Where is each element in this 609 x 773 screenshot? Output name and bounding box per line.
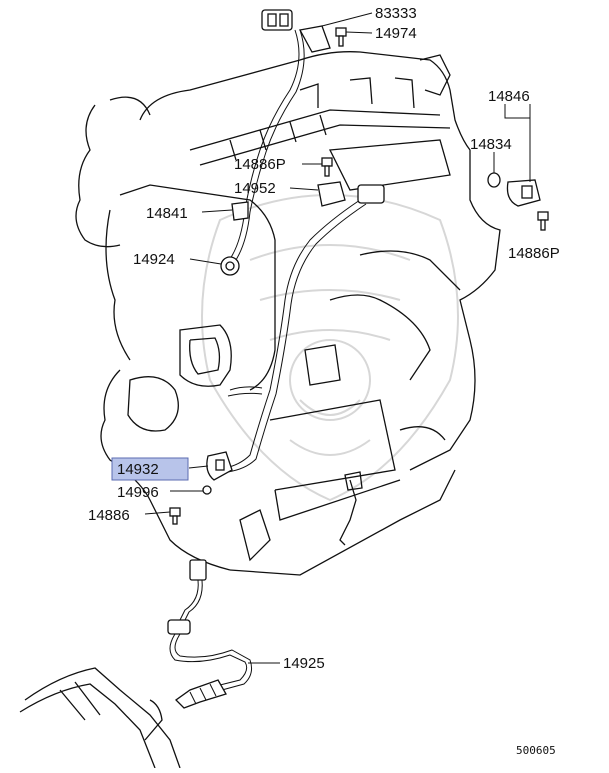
bracket-14952 — [317, 181, 346, 207]
engine-block — [19, 29, 501, 769]
callout-14924[interactable]: 14924 — [133, 251, 175, 268]
callout-14886[interactable]: 14886 — [88, 507, 130, 524]
callout-14925[interactable]: 14925 — [283, 655, 325, 672]
bracket-83333 — [298, 25, 331, 53]
callout-14996[interactable]: 14996 — [117, 484, 159, 501]
watermark — [201, 194, 459, 502]
callout-14846[interactable]: 14846 — [488, 88, 530, 105]
oring-14996 — [202, 485, 212, 495]
oring-14834 — [487, 172, 501, 188]
callouts: 83333 14974 14846 14834 14886P 14952 148… — [88, 5, 560, 757]
harness-connector — [357, 184, 385, 204]
parts — [167, 9, 549, 709]
callout-highlight — [111, 457, 189, 481]
callout-14932[interactable]: 14932 — [117, 461, 159, 478]
bolt-14886P-right — [537, 211, 549, 231]
callout-83333[interactable]: 83333 — [375, 5, 417, 22]
leader-lines — [144, 12, 531, 664]
bolt-14886P-top — [321, 157, 333, 177]
callout-14834[interactable]: 14834 — [470, 136, 512, 153]
bolt-14974 — [335, 27, 347, 47]
clip-14841 — [231, 201, 249, 221]
callout-14841[interactable]: 14841 — [146, 205, 188, 222]
callout-14886P-top[interactable]: 14886P — [234, 156, 286, 173]
callout-14952[interactable]: 14952 — [234, 180, 276, 197]
reference-code: 500605 — [516, 744, 556, 757]
callout-14886P-right[interactable]: 14886P — [508, 245, 560, 262]
o2-sensor-14925 — [167, 559, 252, 709]
callout-14974[interactable]: 14974 — [375, 25, 417, 42]
bolt-14886 — [169, 507, 181, 525]
